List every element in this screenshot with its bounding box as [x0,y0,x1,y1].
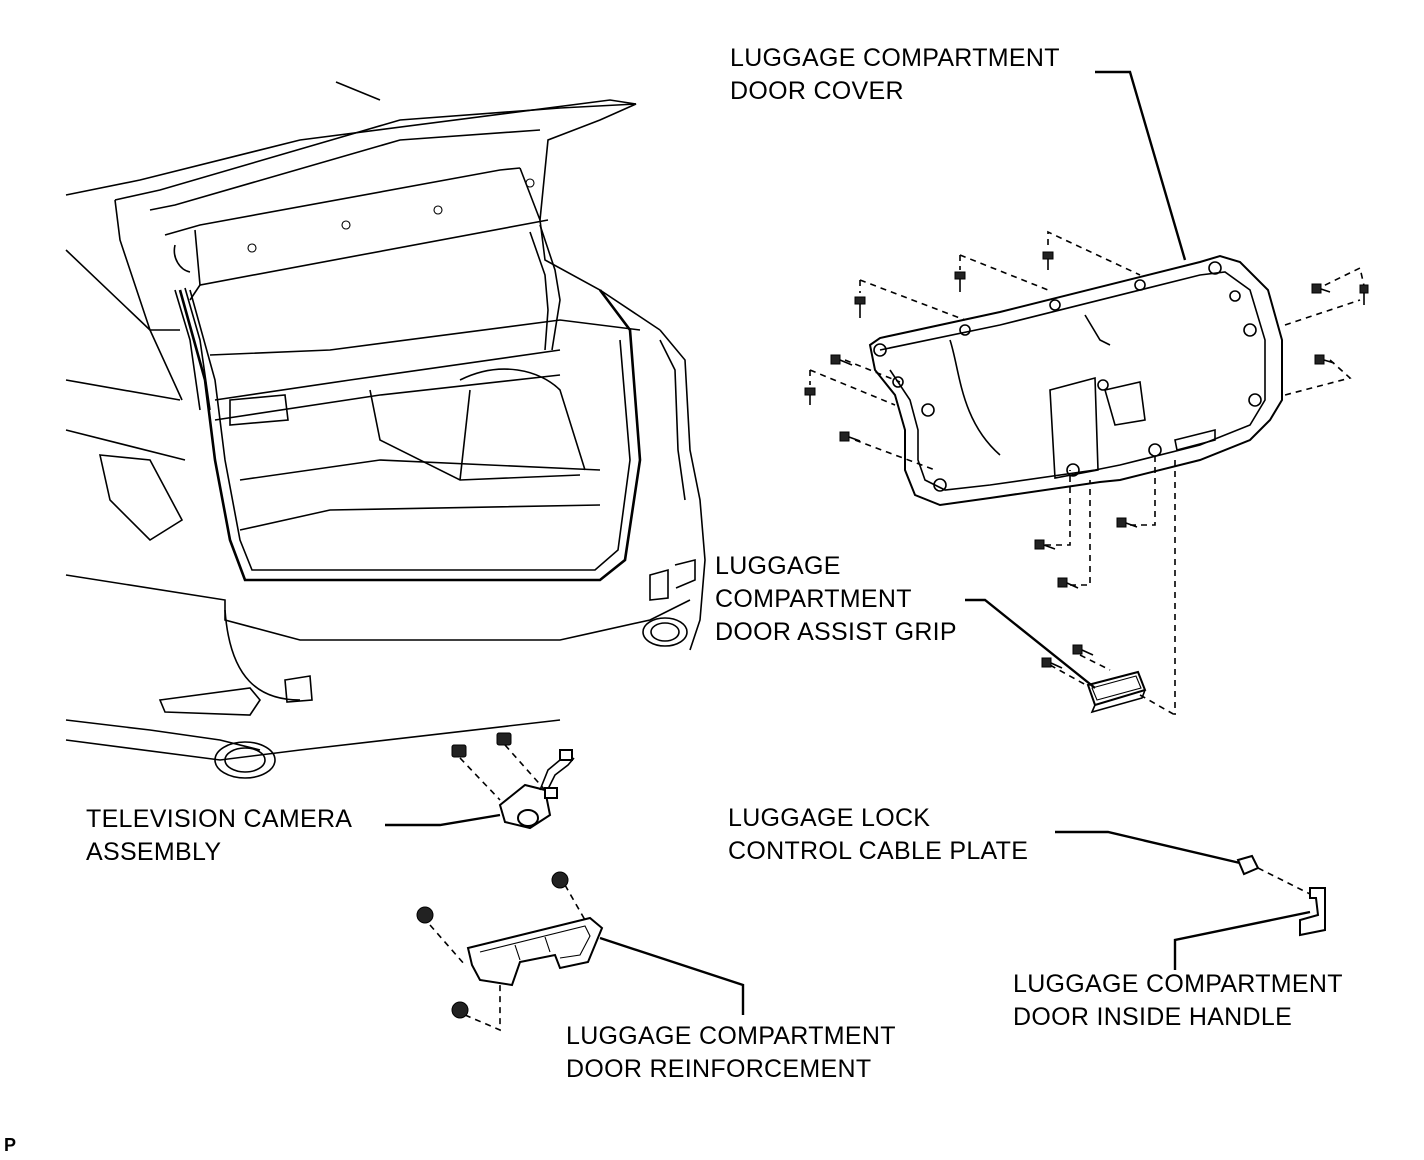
clip-12 [1116,517,1138,528]
label-assist-grip-line-2: COMPARTMENT [715,585,912,613]
clip-1 [1042,251,1054,270]
assist-grip-part [1086,670,1147,714]
clip-3 [854,296,866,318]
clip-9 [839,431,861,442]
clip-6 [1314,354,1335,365]
clip-2 [954,271,966,292]
label-inside-handle: LUGGAGE COMPARTMENT DOOR INSIDE HANDLE [1013,968,1343,1034]
corner-mark: P [4,1135,17,1155]
clip-8 [804,387,816,405]
clip-4 [1359,284,1369,305]
door-cover-clips [804,230,1369,716]
clip-10 [1034,539,1056,550]
clip-7 [830,354,853,366]
label-cable-plate-line-2: CONTROL CABLE PLATE [728,837,1029,865]
label-assist-grip: LUGGAGE COMPARTMENT DOOR ASSIST GRIP [715,550,957,649]
door-cover-part [868,254,1283,507]
label-reinforcement-line-1: LUGGAGE COMPARTMENT [566,1022,896,1050]
label-inside-handle-line-1: LUGGAGE COMPARTMENT [1013,970,1343,998]
label-inside-handle-line-2: DOOR INSIDE HANDLE [1013,1003,1293,1031]
label-cable-plate: LUGGAGE LOCK CONTROL CABLE PLATE [728,802,1028,868]
car-rear-illustration [65,81,706,779]
label-cable-plate-line-1: LUGGAGE LOCK [728,804,931,832]
door-reinforcement-part [416,871,604,1032]
label-camera: TELEVISION CAMERA ASSEMBLY [86,803,352,869]
label-door-cover: LUGGAGE COMPARTMENT DOOR COVER [730,42,1060,108]
label-reinforcement-line-2: DOOR REINFORCEMENT [566,1055,872,1083]
label-assist-grip-line-3: DOOR ASSIST GRIP [715,618,957,646]
label-camera-line-1: TELEVISION CAMERA [86,805,353,833]
label-camera-line-2: ASSEMBLY [86,838,222,866]
label-assist-grip-line-1: LUGGAGE [715,552,841,580]
clip-13 [1041,657,1063,669]
label-reinforcement: LUGGAGE COMPARTMENT DOOR REINFORCEMENT [566,1020,896,1086]
television-camera-part [451,732,575,830]
clip-5 [1311,283,1331,294]
clip-14 [1072,644,1094,656]
leader-lines [385,70,1311,1015]
label-door-cover-line-1: LUGGAGE COMPARTMENT [730,44,1060,72]
label-door-cover-line-2: DOOR COVER [730,77,904,105]
cable-plate-and-handle-parts [1236,854,1326,937]
clip-11 [1057,577,1079,589]
